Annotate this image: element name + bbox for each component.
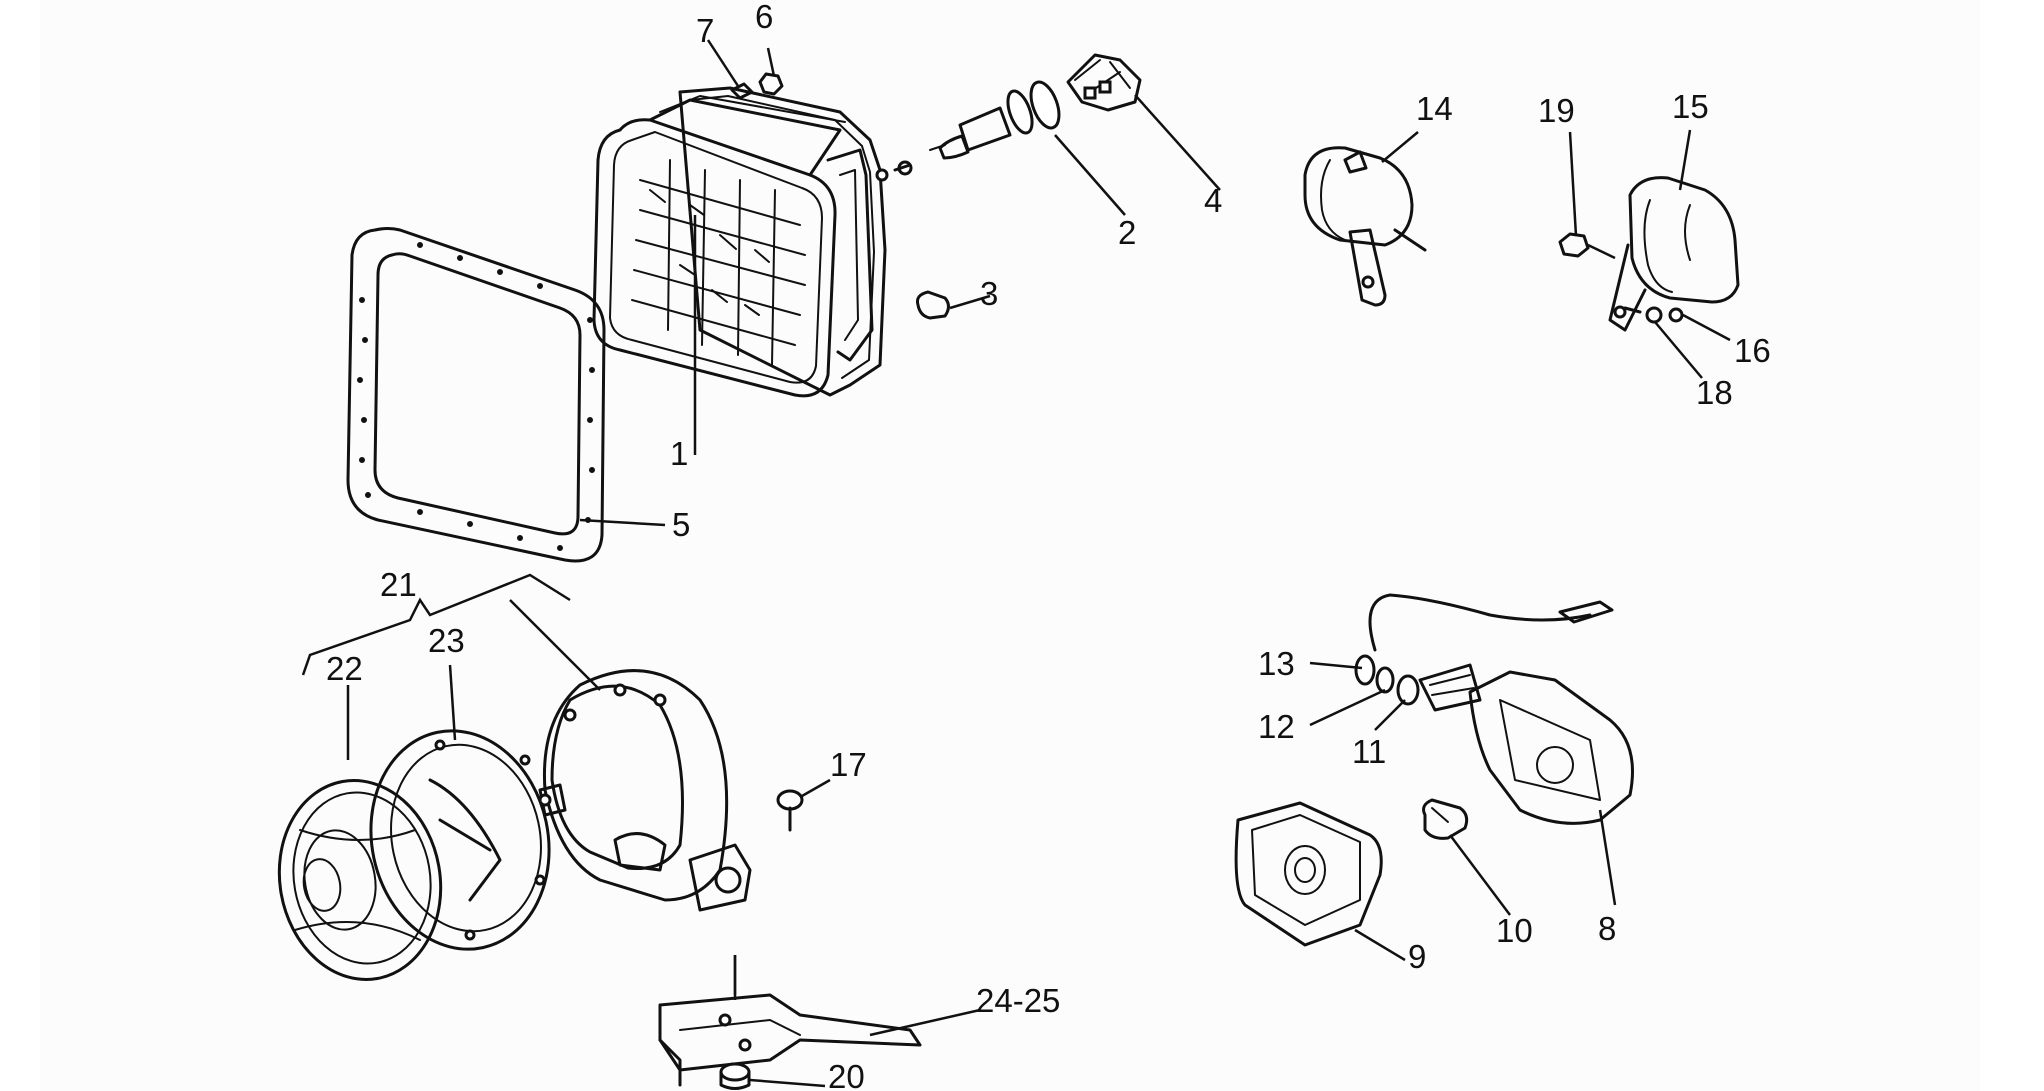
- gasket-texture: [357, 242, 595, 551]
- turn-signal-rear: [1354, 654, 1634, 825]
- callout-2: 2: [1118, 214, 1136, 251]
- callout-16: 16: [1734, 332, 1771, 369]
- screw-17: [776, 778, 831, 832]
- callout-3: 3: [980, 275, 998, 312]
- horn-small: [1303, 146, 1427, 307]
- headlight-gasket: [346, 227, 606, 563]
- callout-15: 15: [1672, 88, 1709, 125]
- callout-13: 13: [1258, 645, 1295, 682]
- headlight-bulb: [929, 80, 1061, 160]
- bulb-socket: [1066, 53, 1142, 112]
- turn-signal-lens: [1234, 801, 1383, 947]
- callout-17: 17: [830, 746, 867, 783]
- callout-7: 7: [696, 12, 714, 49]
- callout-14: 14: [1416, 90, 1453, 127]
- callout-22: 22: [326, 650, 363, 687]
- callout-18: 18: [1696, 374, 1733, 411]
- horn-large: [1558, 176, 1740, 332]
- callout-4: 4: [1204, 182, 1222, 219]
- turn-signal-wire: [1368, 593, 1614, 652]
- callout-5: 5: [672, 506, 690, 543]
- rectangular-headlight: [592, 86, 913, 398]
- callout-9: 9: [1408, 938, 1426, 975]
- callout-21: 21: [380, 566, 417, 603]
- mounting-bracket: [658, 955, 922, 1087]
- callout-20: 20: [828, 1058, 865, 1091]
- round-headlight-lens: [277, 779, 443, 981]
- nut-20: [719, 1062, 751, 1090]
- round-headlight-rim: [369, 729, 551, 951]
- diagram-panel: [40, 0, 1980, 1091]
- callout-labels: 1 2 3 4 5 6 7 8 9 10 11 12 13 14 15 16 1…: [326, 0, 1771, 1091]
- leader-lines: [301, 39, 1731, 1088]
- callout-23: 23: [428, 622, 465, 659]
- callout-10: 10: [1496, 912, 1533, 949]
- nut-and-washer: [730, 72, 784, 100]
- callout-8: 8: [1598, 910, 1616, 947]
- callout-12: 12: [1258, 708, 1295, 745]
- round-headlight-shell: [538, 669, 752, 912]
- callout-19: 19: [1538, 92, 1575, 129]
- turn-signal-bulb: [1422, 798, 1469, 840]
- callout-24-25: 24-25: [976, 982, 1060, 1019]
- parking-bulb: [916, 290, 950, 320]
- callout-11: 11: [1352, 733, 1386, 770]
- callout-1: 1: [670, 435, 688, 472]
- callout-6: 6: [755, 0, 773, 35]
